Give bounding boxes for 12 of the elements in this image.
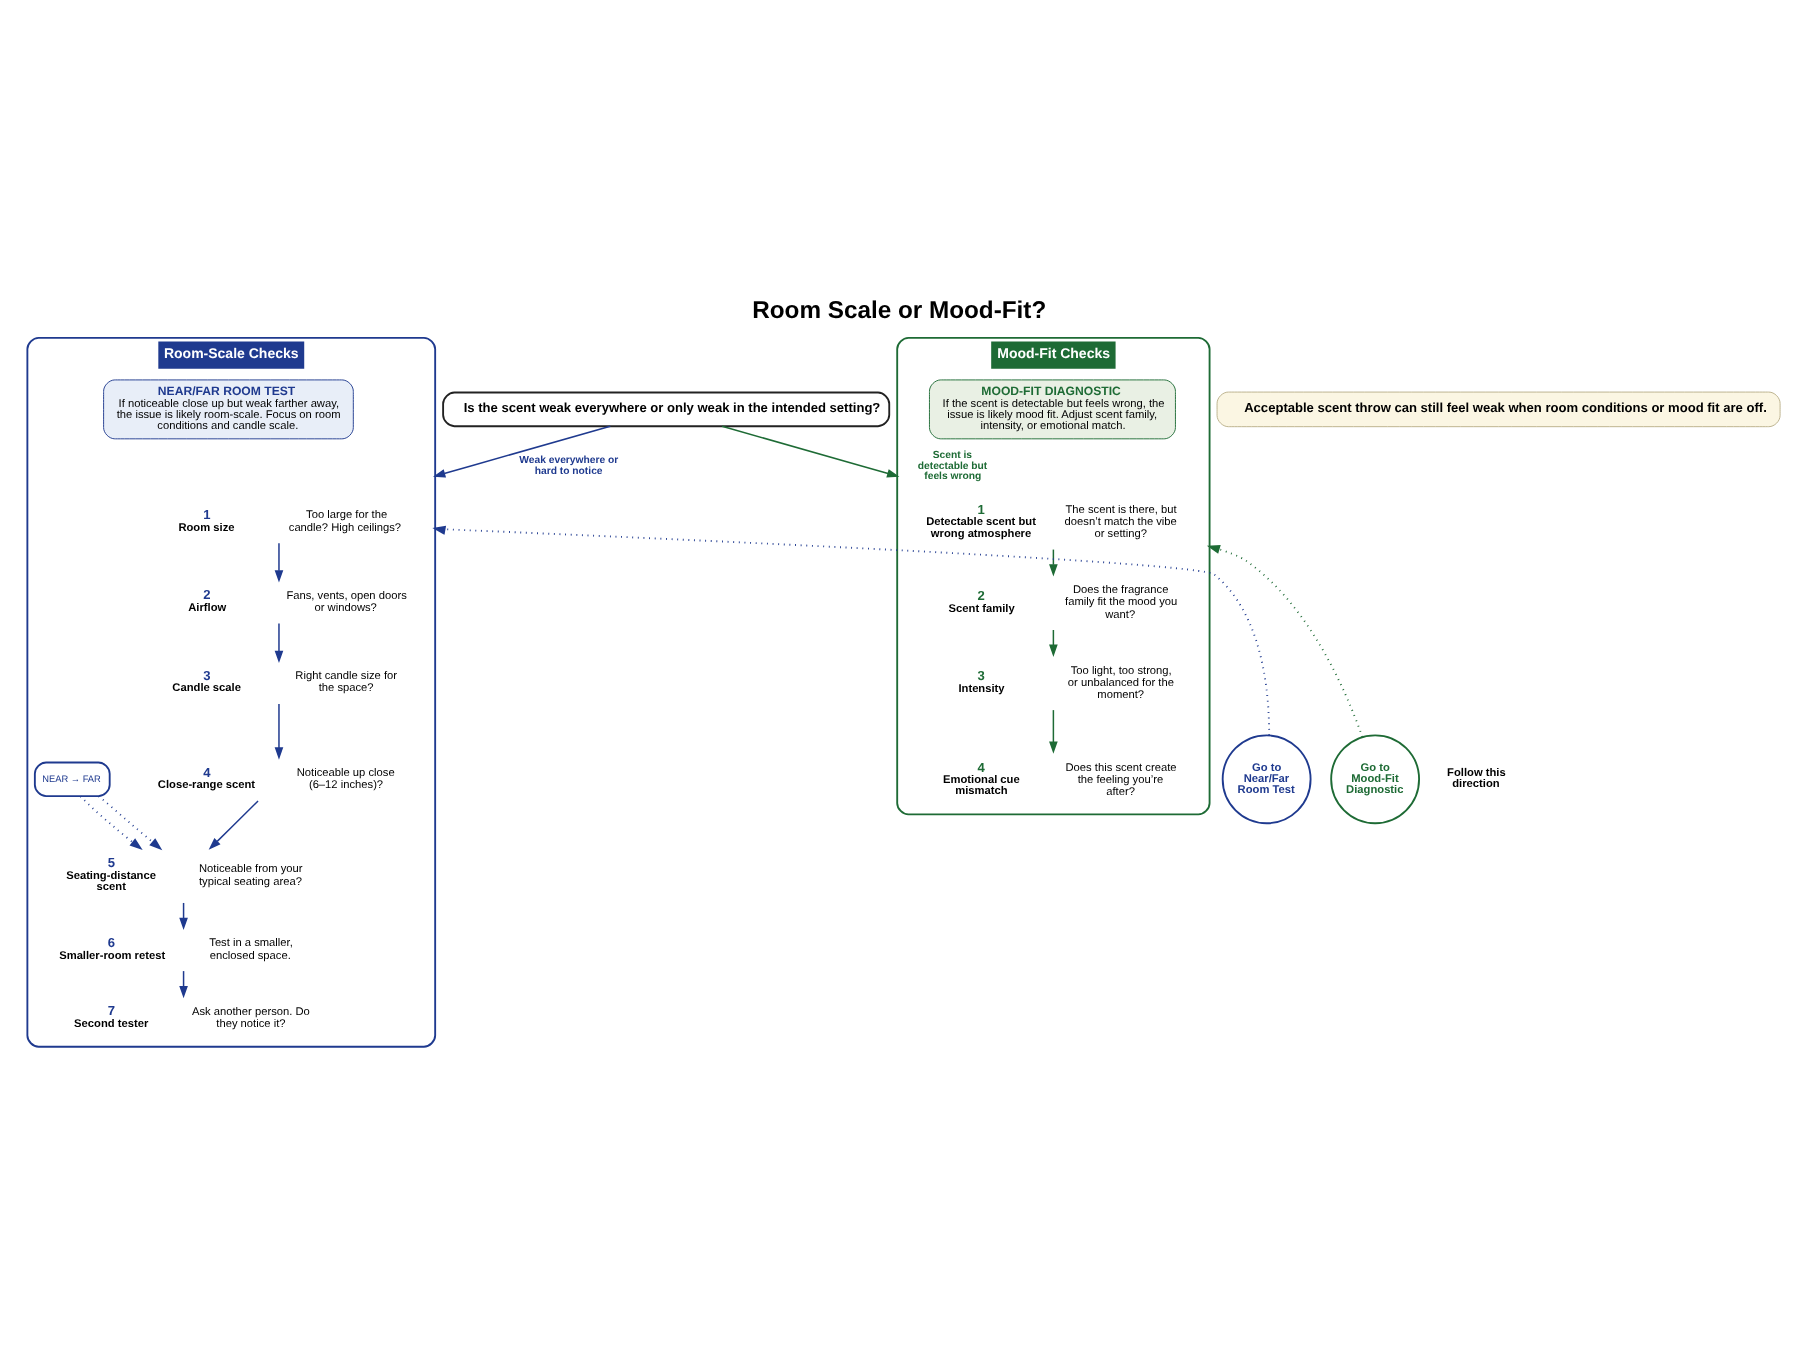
arrow (208, 800, 259, 850)
arrow (721, 425, 900, 478)
arrow (274, 622, 284, 664)
arrow (432, 425, 612, 478)
arrow (274, 542, 284, 583)
arrow (432, 525, 1271, 737)
arrow (79, 795, 143, 851)
arrow (1049, 709, 1058, 754)
arrow (97, 795, 163, 851)
diagram-title: Room Scale or Mood-Fit? (752, 296, 1047, 324)
arrow (1206, 545, 1364, 738)
arrow (274, 703, 284, 760)
